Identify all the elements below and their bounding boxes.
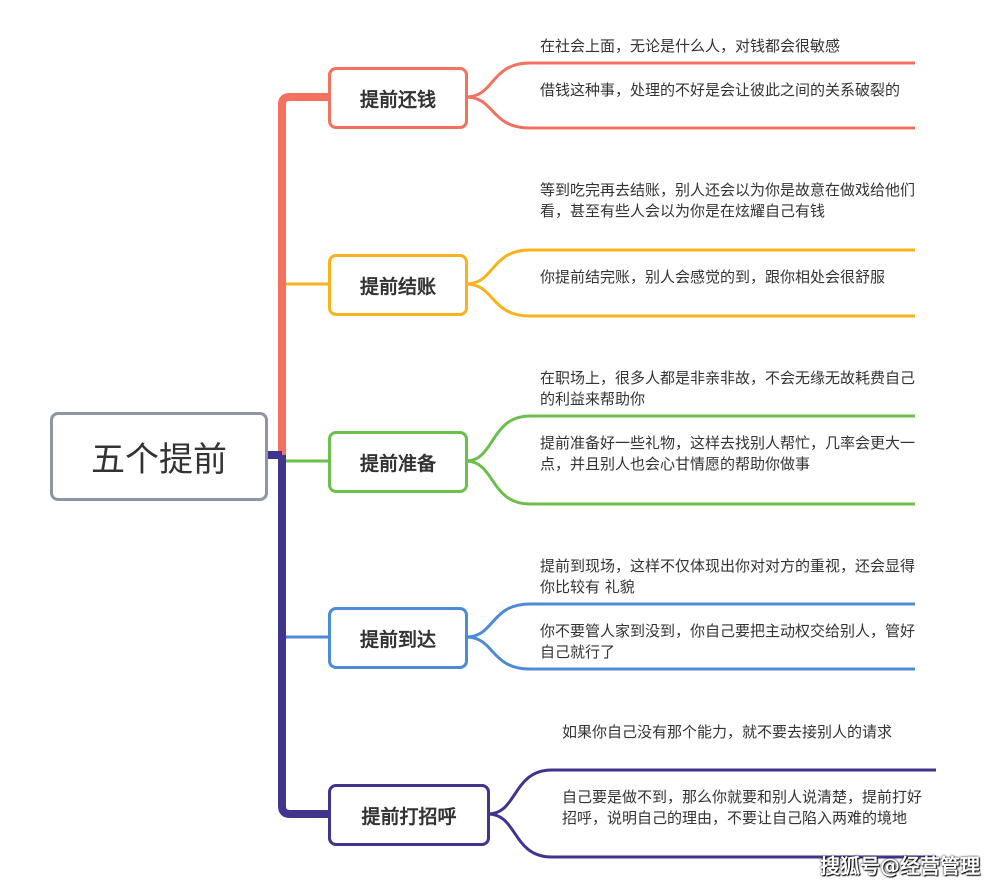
- branch-label: 提前准备: [359, 452, 436, 475]
- branch-daoda[interactable]: 提前到达: [328, 607, 468, 669]
- branch-dazhaohu[interactable]: 提前打招呼: [328, 784, 490, 846]
- leaf-node: 自己要是做不到，那么你就要和别人说清楚，提前打好招呼，说明自己的理由，不要让自己…: [562, 788, 923, 827]
- root-label: 五个提前: [91, 440, 227, 480]
- watermark: 搜狐号@经营管理: [820, 854, 980, 878]
- branch-zhunbei[interactable]: 提前准备: [328, 431, 468, 493]
- leaf-node: 如果你自己没有那个能力，就不要去接别人的请求: [562, 723, 893, 741]
- leaf-node: 你不要管人家到没到，你自己要把主动权交给别人，管好自己就行了: [540, 622, 916, 661]
- root-node[interactable]: 五个提前: [50, 412, 268, 501]
- spine-upper: [278, 93, 328, 455]
- leaf-node: 你提前结完账，别人会感觉的到，跟你相处会很舒服: [540, 268, 886, 286]
- spine-lower: [278, 455, 328, 818]
- branch-label: 提前到达: [359, 628, 436, 651]
- branch-label: 提前结账: [359, 275, 436, 298]
- branch-label: 提前打招呼: [361, 805, 457, 828]
- branch-label: 提前还钱: [359, 88, 436, 111]
- leaf-node: 在职场上，很多人都是非亲非故，不会无缘无故耗费自己的利益来帮助你: [540, 369, 916, 408]
- leaf-node: 在社会上面，无论是什么人，对钱都会很敏感: [540, 37, 841, 55]
- leaf-node: 等到吃完再去结账，别人还会以为你是故意在做戏给他们看，甚至有些人会以为你是在炫耀…: [540, 181, 916, 220]
- leaf-node: 提前准备好一些礼物，这样去找别人帮忙，几率会更大一点，并且别人也会心甘情愿的帮助…: [540, 434, 916, 473]
- leaf-node: 借钱这种事，处理的不好是会让彼此之间的关系破裂的: [540, 81, 901, 99]
- branch-huanqian[interactable]: 提前还钱: [328, 67, 468, 129]
- leaf-node: 提前到现场，这样不仅体现出你对对方的重视，还会显得你比较有 礼貌: [540, 557, 916, 596]
- branch-jiezhang[interactable]: 提前结账: [328, 254, 468, 316]
